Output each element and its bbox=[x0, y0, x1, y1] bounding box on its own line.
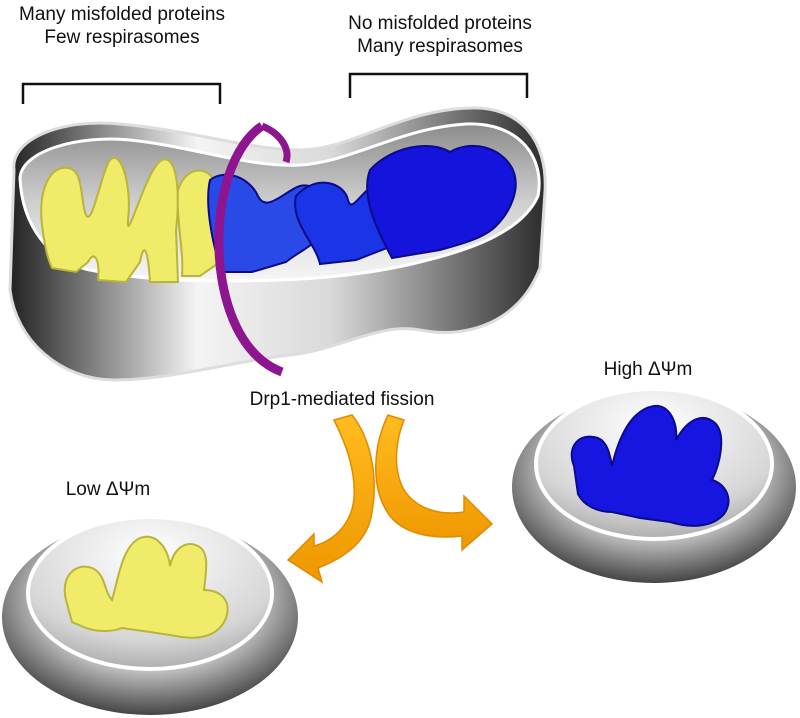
fission-arrow-icon bbox=[286, 414, 494, 584]
right-title-line2: Many respirasomes bbox=[357, 36, 523, 57]
right-title-line1: No misfolded proteins bbox=[348, 13, 532, 34]
bracket-left bbox=[21, 82, 222, 104]
low-potential-label: Low ΔΨm bbox=[66, 479, 151, 500]
drp1-ring-icon bbox=[214, 122, 291, 377]
high-potential-label: High ΔΨm bbox=[604, 359, 693, 380]
daughter-mitochondrion-low-icon bbox=[2, 515, 298, 715]
left-title-line1: Many misfolded proteins bbox=[19, 4, 225, 25]
mitochondrion-icon bbox=[8, 106, 547, 382]
fission-label: Drp1-mediated fission bbox=[250, 389, 435, 410]
bracket-right bbox=[348, 72, 529, 98]
left-title-line2: Few respirasomes bbox=[44, 27, 199, 48]
daughter-mitochondrion-high-icon bbox=[512, 387, 796, 583]
